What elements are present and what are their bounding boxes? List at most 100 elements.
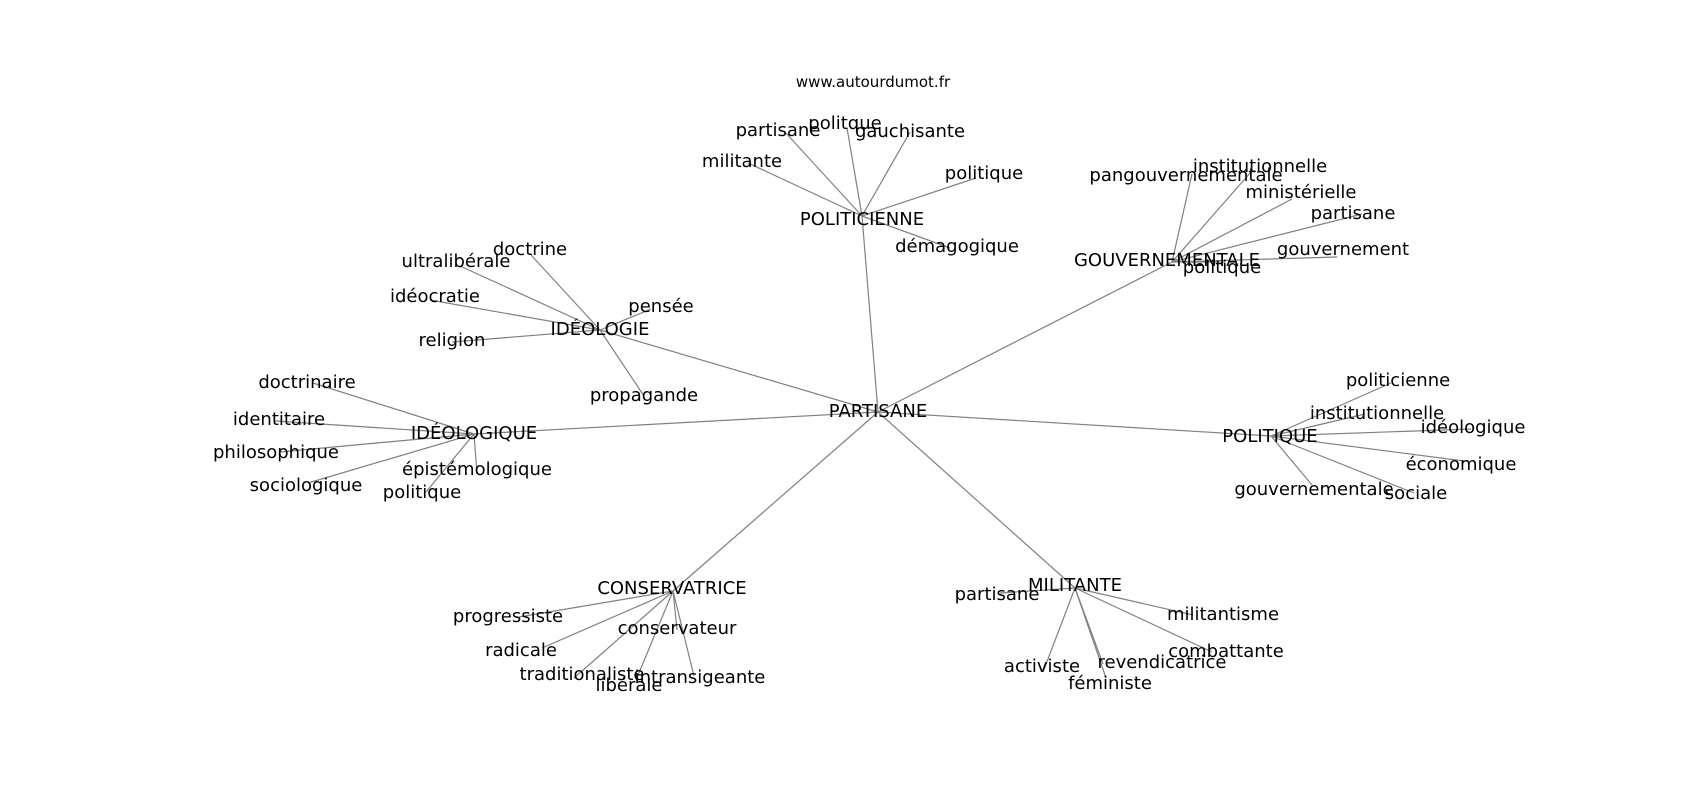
edge-gouvernementale-1 — [1171, 171, 1252, 263]
edge-politique-5 — [1270, 435, 1415, 494]
edge-conservatrice-0 — [518, 590, 674, 618]
leaf-node-ideologique-0: doctrinaire — [258, 372, 355, 393]
edge-politicienne-5 — [861, 215, 951, 249]
leaf-node-politique-4: gouvernementale — [1234, 479, 1393, 500]
edge-center-ideologique — [473, 411, 879, 435]
edge-gouvernementale-0 — [1171, 173, 1193, 263]
leaf-node-conservatrice-2: radicale — [485, 640, 557, 661]
cluster-node-politicienne: POLITICIENNE — [800, 209, 924, 230]
leaf-node-politicienne-3: militante — [702, 151, 782, 172]
leaf-node-militante-1: militantisme — [1167, 604, 1279, 625]
leaf-node-ideologique-5: politique — [383, 482, 461, 503]
leaf-node-militante-5: féministe — [1068, 673, 1152, 694]
edge-ideologie-4 — [451, 329, 601, 343]
edge-ideologie-0 — [530, 254, 601, 331]
edge-militante-5 — [1074, 587, 1107, 679]
leaf-node-conservatrice-3: traditionaliste — [520, 664, 645, 685]
leaf-node-ideologie-2: idéocratie — [390, 286, 480, 307]
edge-politicienne-4 — [861, 177, 977, 217]
edge-center-politicienne — [861, 215, 879, 413]
edge-politique-3 — [1270, 435, 1465, 462]
leaf-node-ideologie-0: doctrine — [493, 239, 567, 260]
cluster-node-politique: POLITIQUE — [1222, 426, 1317, 447]
edge-gouvernementale-2 — [1171, 198, 1293, 263]
leaf-node-conservatrice-1: conservateur — [618, 618, 737, 639]
leaf-node-militante-2: activiste — [1004, 656, 1080, 677]
edge-militante-4 — [1074, 587, 1213, 653]
graph-edges — [274, 127, 1472, 681]
leaf-node-politicienne-4: politique — [945, 163, 1023, 184]
leaf-node-gouvernementale-1: institutionnelle — [1193, 156, 1327, 177]
leaf-node-politicienne-1: politque — [808, 113, 881, 134]
edge-politicienne-0 — [783, 130, 863, 217]
leaf-node-gouvernementale-4: gouvernement — [1277, 239, 1409, 260]
edge-ideologique-4 — [307, 433, 475, 484]
edge-ideologie-5 — [599, 329, 645, 397]
edge-politicienne-3 — [747, 162, 863, 217]
leaf-node-politique-5: sociale — [1385, 483, 1447, 504]
leaf-node-ideologie-4: religion — [419, 330, 486, 351]
leaf-node-politique-0: politicienne — [1346, 370, 1450, 391]
leaf-node-militante-3: revendicatrice — [1098, 652, 1227, 673]
leaf-node-gouvernementale-0: pangouvernementale — [1089, 165, 1282, 186]
leaf-node-ideologique-1: identitaire — [233, 409, 325, 430]
edge-ideologique-1 — [274, 420, 475, 435]
leaf-node-conservatrice-5: intransigeante — [635, 667, 766, 688]
edge-ideologique-5 — [425, 433, 475, 493]
leaf-node-politicienne-0: partisane — [736, 120, 821, 141]
leaf-node-ideologique-3: épistémologique — [402, 459, 552, 480]
leaf-node-ideologie-3: pensée — [628, 296, 693, 317]
leaf-node-ideologie-5: propagande — [590, 385, 698, 406]
edge-militante-1 — [1074, 587, 1194, 616]
edge-ideologique-2 — [279, 433, 475, 453]
edge-politique-1 — [1270, 413, 1366, 437]
cluster-node-ideologique: IDÉOLOGIQUE — [411, 422, 537, 444]
edge-center-gouvernementale — [877, 261, 1173, 413]
leaf-node-gouvernementale-5: politique — [1183, 257, 1261, 278]
leaf-node-conservatrice-4: libérale — [595, 675, 662, 696]
cluster-node-gouvernementale: GOUVERNEMENTALE — [1074, 250, 1260, 271]
edge-ideologique-3 — [473, 433, 478, 475]
edge-gouvernementale-4 — [1171, 256, 1338, 263]
edge-politique-2 — [1270, 428, 1472, 437]
edge-center-militante — [877, 411, 1076, 589]
edge-politique-0 — [1270, 382, 1392, 437]
edge-politicienne-2 — [861, 131, 911, 217]
edge-conservatrice-4 — [635, 590, 674, 681]
leaf-node-politique-1: institutionnelle — [1310, 403, 1444, 424]
edge-ideologie-2 — [429, 299, 601, 331]
edge-gouvernementale-3 — [1171, 213, 1363, 263]
edge-conservatrice-5 — [672, 590, 695, 677]
edge-center-ideologie — [599, 329, 879, 413]
source-label: www.autourdumot.fr — [795, 73, 951, 91]
leaf-node-ideologique-4: sociologique — [250, 475, 363, 496]
leaf-node-gouvernementale-2: ministérielle — [1245, 182, 1356, 203]
edge-politicienne-1 — [846, 127, 863, 217]
cluster-node-militante: MILITANTE — [1028, 575, 1122, 596]
cluster-node-conservatrice: CONSERVATRICE — [597, 578, 746, 599]
graph-labels: PARTISANEPOLITICIENNEpartisanepolitquega… — [213, 113, 1525, 696]
leaf-node-politicienne-2: gauchisante — [855, 121, 965, 142]
edge-conservatrice-3 — [573, 590, 674, 679]
edge-ideologie-3 — [599, 308, 652, 331]
cluster-node-ideologie: IDÉOLOGIE — [551, 318, 650, 340]
edge-militante-2 — [1042, 587, 1076, 673]
edge-conservatrice-1 — [672, 590, 678, 631]
leaf-node-ideologie-1: ultralibérale — [402, 251, 511, 272]
leaf-node-politicienne-5: démagogique — [895, 236, 1019, 257]
edge-militante-0 — [999, 587, 1076, 594]
edge-center-politique — [877, 411, 1272, 437]
leaf-node-politique-3: économique — [1406, 454, 1517, 475]
leaf-node-militante-4: combattante — [1168, 641, 1284, 662]
edge-politique-4 — [1270, 435, 1313, 486]
edge-conservatrice-2 — [541, 590, 674, 649]
edge-center-conservatrice — [672, 411, 879, 592]
leaf-node-conservatrice-0: progressiste — [453, 606, 563, 627]
edge-ideologique-0 — [312, 382, 475, 435]
leaf-node-politique-2: idéologique — [1421, 417, 1526, 438]
leaf-node-ideologique-2: philosophique — [213, 442, 339, 463]
center-node-label: PARTISANE — [829, 401, 927, 422]
leaf-node-gouvernementale-3: partisane — [1311, 203, 1396, 224]
